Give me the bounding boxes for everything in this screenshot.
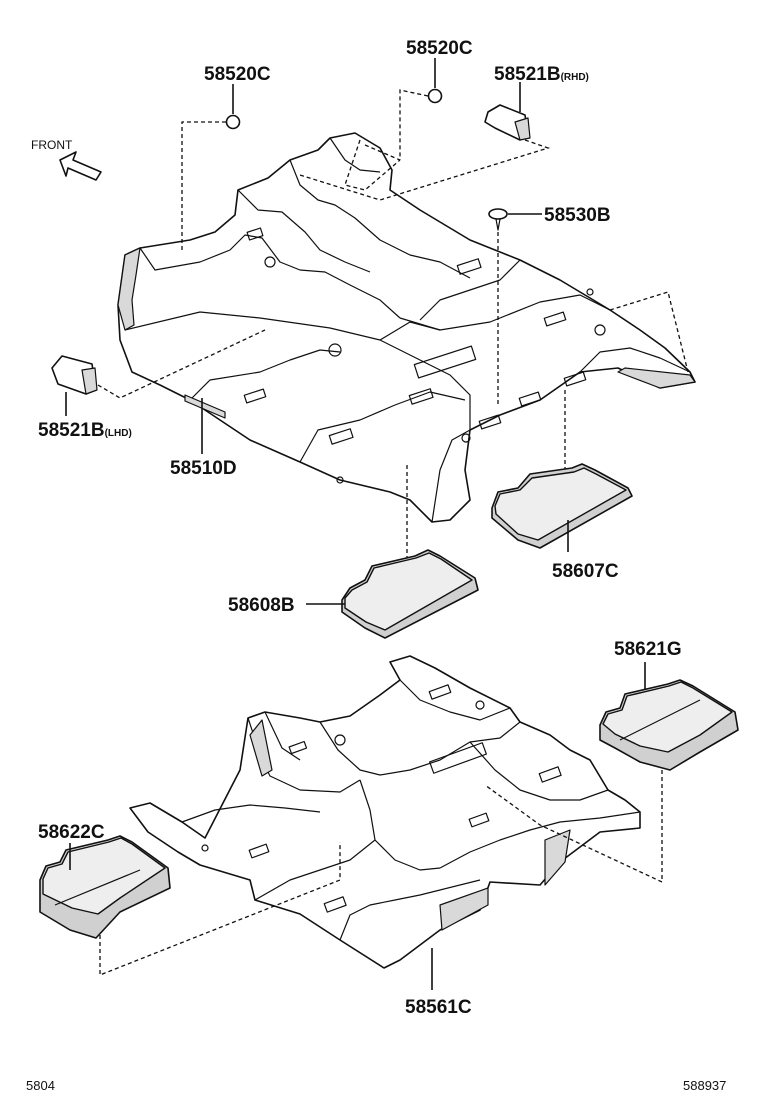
plug-label: 58530B xyxy=(544,205,611,226)
front-direction-indicator: FRONT xyxy=(31,138,102,181)
bracket-rhd-part: 58521B(RHD) xyxy=(484,64,589,141)
clip-right-part: 58520C xyxy=(406,38,473,104)
front-floor-carpet xyxy=(117,132,696,523)
assembly-dashed-lines-lower xyxy=(99,770,663,976)
front-label: FRONT xyxy=(31,138,73,152)
left-pad-label: 58622C xyxy=(38,822,105,843)
clip-left-label: 58520C xyxy=(204,64,271,85)
plug-part: 58530B xyxy=(488,205,611,231)
assembly-dashed-lines-upper xyxy=(97,89,689,590)
clip-right-label: 58520C xyxy=(406,38,473,59)
front-pad-label: 58608B xyxy=(228,595,295,616)
lower-carpet-label: 58561C xyxy=(405,997,472,1018)
bracket-lhd-label: 58521B(LHD) xyxy=(38,420,132,441)
front-floor-pad: 58608B xyxy=(228,549,479,639)
rear-floor-pad: 58607C xyxy=(491,463,633,582)
front-arrow-icon xyxy=(59,151,102,181)
left-floor-pad: 58622C xyxy=(38,822,171,939)
right-floor-pad: 58621G xyxy=(599,639,739,771)
lower-floor-carpet: 58561C xyxy=(129,655,641,1018)
clip-left-part: 58520C xyxy=(204,64,271,130)
front-carpet-label: 58510D xyxy=(170,458,237,479)
right-pad-label: 58621G xyxy=(614,639,682,660)
page-code: 5804 xyxy=(26,1078,55,1093)
bracket-rhd-label: 58521B(RHD) xyxy=(494,64,589,85)
illustration-code: 588937 xyxy=(683,1078,726,1093)
bracket-lhd-part: 58521B(LHD) xyxy=(38,355,132,441)
rear-pad-label: 58607C xyxy=(552,561,619,582)
